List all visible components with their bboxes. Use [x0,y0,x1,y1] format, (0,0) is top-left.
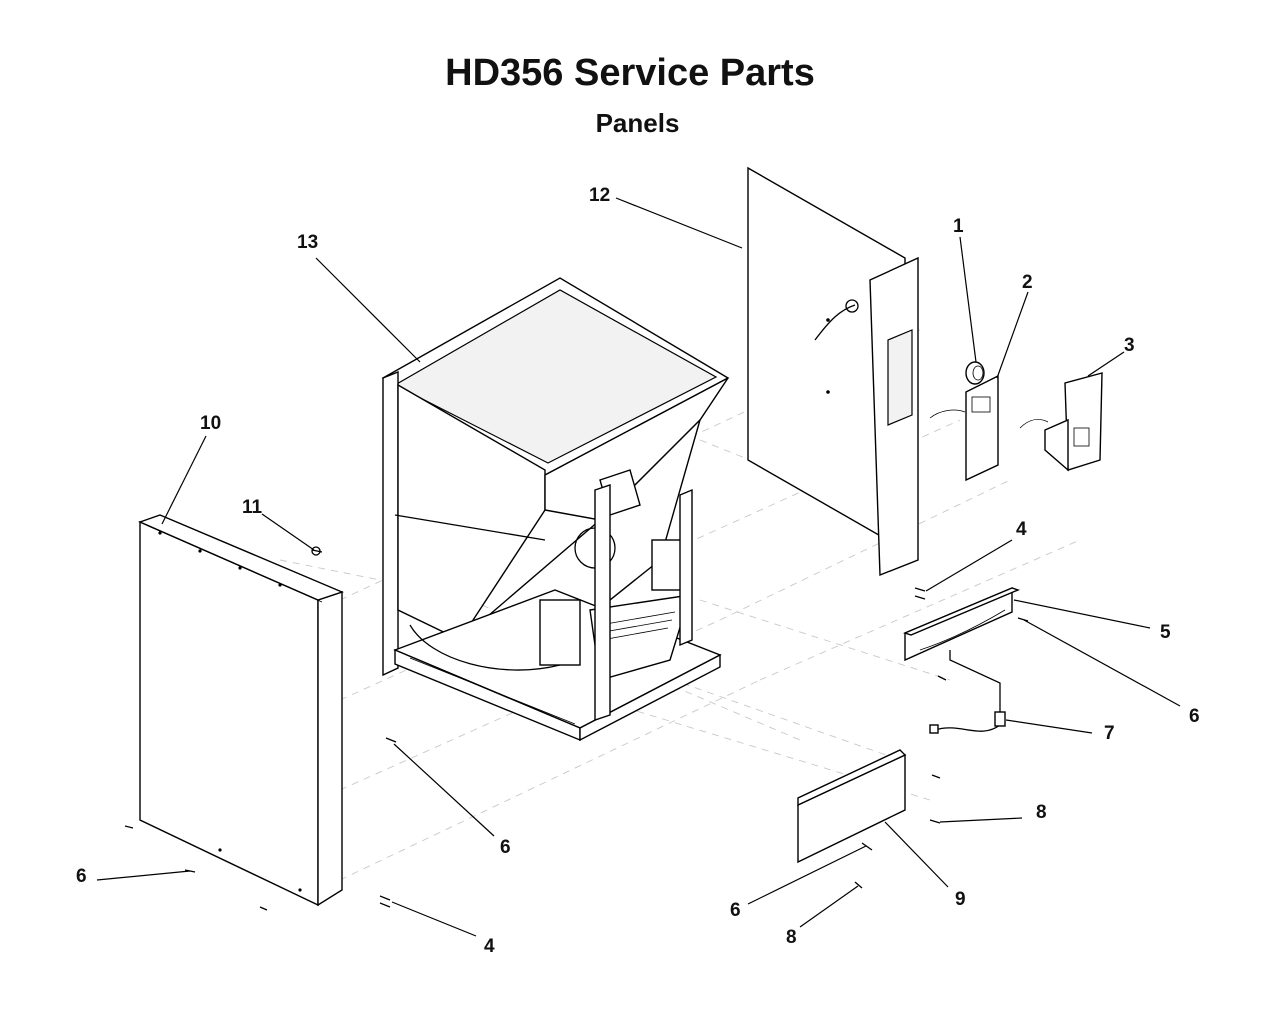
front-rail-part [903,586,1020,662]
callout-1: 1 [953,216,964,237]
kick-plate-part [797,749,907,864]
page-subtitle: Panels [595,108,680,138]
page-title: HD356 Service Parts [445,52,815,94]
cabinet-frame-assembly [381,277,730,742]
callout-3: 3 [1124,335,1135,356]
callout-5: 5 [1160,622,1171,643]
callout-9: 9 [955,889,966,910]
callout-4-right: 4 [1016,519,1027,540]
callout-12: 12 [589,185,610,206]
left-side-panel [138,514,344,907]
right-side-panel [747,166,919,577]
knob-part [965,361,985,385]
callout-6-bottom: 6 [730,900,741,921]
callout-13: 13 [297,232,318,253]
fastener-screws [124,546,1029,911]
control-plate-part [929,374,999,482]
bracket-part [1019,372,1103,472]
callout-6-right: 6 [1189,706,1200,727]
wire-harness-part [929,650,1006,734]
callout-2: 2 [1022,272,1033,293]
callout-7: 7 [1104,723,1115,744]
callout-8-right: 8 [1036,802,1047,823]
callout-6-center: 6 [500,837,511,858]
callout-4-bottom: 4 [484,936,495,957]
callout-6-left: 6 [76,866,87,887]
callout-10: 10 [200,413,221,434]
callout-11: 11 [242,497,263,518]
callout-8-bottom: 8 [786,927,797,948]
callout-leaders [96,197,1181,937]
